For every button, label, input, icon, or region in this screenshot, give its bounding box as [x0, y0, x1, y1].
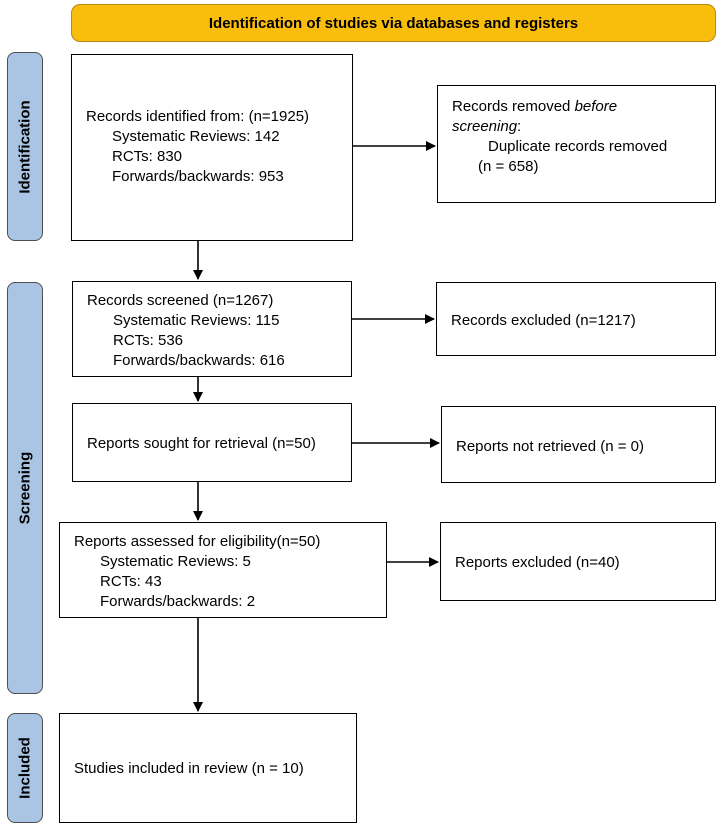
records-identified-box: Records identified from: (n=1925) System… [71, 54, 353, 241]
records-identified-item: Forwards/backwards: 953 [112, 168, 284, 185]
records-removed-colon: : [517, 118, 522, 135]
records-removed-count: (n = 658) [478, 158, 539, 175]
records-removed-prefix: Records removed [452, 98, 575, 115]
reports-assessed-item: Forwards/backwards: 2 [100, 593, 256, 610]
header-banner: Identification of studies via databases … [71, 4, 716, 42]
reports-sought-box: Reports sought for retrieval (n=50) [72, 403, 352, 482]
records-removed-before: before [574, 98, 618, 115]
records-screened-title: Records screened (n=1267) [87, 292, 274, 309]
records-excluded-box: Records excluded (n=1217) [436, 282, 716, 356]
reports-excluded-box: Reports excluded (n=40) [440, 522, 716, 601]
records-screened-item: Forwards/backwards: 616 [113, 352, 285, 369]
records-removed-heading-line2: screening: [452, 117, 715, 137]
records-identified-item: RCTs: 830 [112, 148, 183, 165]
phase-screening: Screening [7, 282, 43, 694]
header-title: Identification of studies via databases … [208, 14, 579, 32]
reports-assessed-title: Reports assessed for eligibility(n=50) [74, 533, 321, 550]
reports-assessed-item: Systematic Reviews: 5 [100, 553, 251, 570]
reports-not-retrieved-text: Reports not retrieved (n = 0) [456, 438, 645, 455]
records-removed-heading-line1: Records removed before [452, 97, 715, 117]
phase-identification: Identification [7, 52, 43, 241]
reports-assessed-box: Reports assessed for eligibility(n=50) S… [59, 522, 387, 618]
reports-excluded-text: Reports excluded (n=40) [455, 554, 620, 571]
records-identified-item: Systematic Reviews: 142 [112, 128, 280, 145]
records-screened-item: Systematic Reviews: 115 [113, 312, 280, 329]
records-identified-title: Records identified from: (n=1925) [86, 108, 310, 125]
records-removed-box: Records removed before screening: Duplic… [437, 85, 716, 203]
reports-not-retrieved-box: Reports not retrieved (n = 0) [441, 406, 716, 483]
phase-included: Included [7, 713, 43, 823]
records-screened-box: Records screened (n=1267) Systematic Rev… [72, 281, 352, 377]
reports-sought-text: Reports sought for retrieval (n=50) [87, 435, 316, 452]
records-excluded-text: Records excluded (n=1217) [451, 312, 636, 329]
studies-included-box: Studies included in review (n = 10) [59, 713, 357, 823]
records-screened-item: RCTs: 536 [113, 332, 184, 349]
reports-assessed-item: RCTs: 43 [100, 573, 162, 590]
records-removed-screening: screening [452, 118, 518, 135]
records-removed-detail: Duplicate records removed [488, 138, 668, 155]
studies-included-text: Studies included in review (n = 10) [74, 760, 304, 777]
